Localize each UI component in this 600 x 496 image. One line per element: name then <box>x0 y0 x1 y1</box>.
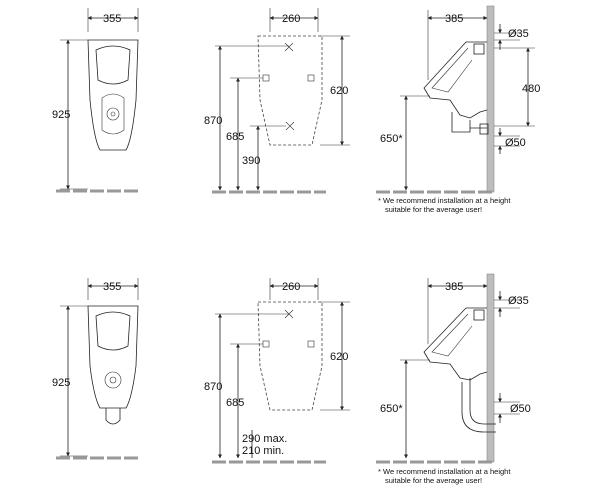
bottom-front-height-label: 925 <box>52 377 70 389</box>
bottom-front-width-label: 355 <box>103 281 121 293</box>
top-side-480-label: 480 <box>522 83 540 95</box>
bottom-side-view: 385 Ø35 Ø50 650* * We recommend installa… <box>376 273 531 485</box>
top-side-wall <box>486 5 495 193</box>
bottom-mount-width-label: 260 <box>282 281 300 293</box>
bottom-mount-range-min: 210 min. <box>242 445 284 457</box>
top-mount-view: 260 620 870 685 390 <box>204 8 350 194</box>
top-mount-390-label: 390 <box>242 155 260 167</box>
top-side-dia35-label: Ø35 <box>508 28 529 40</box>
top-front-width-label: 355 <box>103 13 121 25</box>
top-mount-870-label: 870 <box>204 115 222 127</box>
bottom-mount-870-label: 870 <box>204 381 222 393</box>
top-side-view: 385 Ø35 480 Ø50 650* * We recommend inst… <box>376 5 540 214</box>
top-side-depth-label: 385 <box>445 13 463 25</box>
top-side-dia50-label: Ø50 <box>505 137 526 149</box>
top-note-line1: * We recommend installation at a height <box>378 196 511 205</box>
bottom-front-view: 355 925 <box>52 278 140 460</box>
top-mount-width-label: 260 <box>282 13 300 25</box>
bottom-mount-range-max: 290 max. <box>242 433 287 445</box>
bottom-note-line2: suitable for the average user! <box>385 476 482 485</box>
top-note-line2: suitable for the average user! <box>385 205 482 214</box>
bottom-side-wall <box>486 273 495 463</box>
top-mount-620-label: 620 <box>330 85 348 97</box>
bottom-mount-620-label: 620 <box>330 351 348 363</box>
bottom-mount-685-label: 685 <box>226 397 244 409</box>
bottom-side-650-label: 650* <box>380 403 403 415</box>
bottom-side-depth-label: 385 <box>445 281 463 293</box>
bottom-note-line1: * We recommend installation at a height <box>378 467 511 476</box>
top-mount-685-label: 685 <box>226 131 244 143</box>
bottom-side-dia50-label: Ø50 <box>510 403 531 415</box>
bottom-mount-view: 260 620 870 685 290 max. 210 min. <box>204 278 350 464</box>
bottom-side-dia35-label: Ø35 <box>508 295 529 307</box>
top-front-view: 355 925 <box>52 8 140 193</box>
top-side-650-label: 650* <box>380 133 403 145</box>
top-front-height-label: 925 <box>52 109 70 121</box>
